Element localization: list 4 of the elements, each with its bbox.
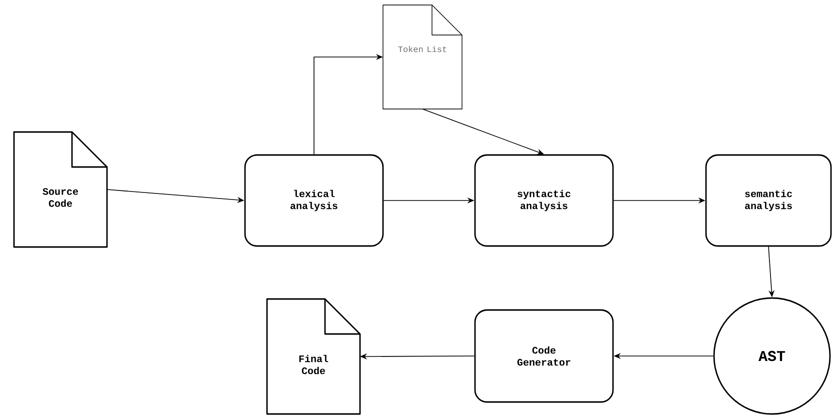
- process-box: semantic analysis: [705, 154, 832, 247]
- process-box: Code Generator: [474, 309, 614, 403]
- process-box: lexical analysis: [244, 154, 384, 247]
- process-box: syntactic analysis: [474, 154, 614, 247]
